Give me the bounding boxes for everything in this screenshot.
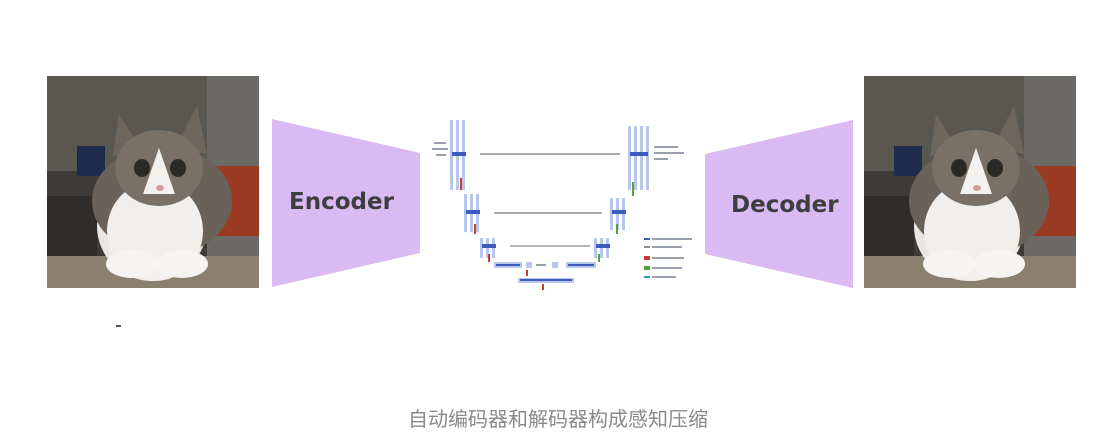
unet-diagram [432,112,700,292]
decoder-block [703,118,855,290]
encoder-trapezoid-icon [272,119,420,287]
encoder-block [270,117,422,289]
encoder-label: Encoder [289,189,394,215]
figure-caption: 自动编码器和解码器构成感知压缩 [408,407,708,431]
cat-photo-icon [47,76,259,288]
cat-photo-icon [864,76,1076,288]
decoder-label: Decoder [731,192,839,218]
decoder-trapezoid-icon [705,120,853,288]
unet-architecture-icon [432,120,692,290]
output-cat-photo [864,76,1076,288]
stray-mark [116,325,121,327]
input-cat-photo [47,76,259,288]
